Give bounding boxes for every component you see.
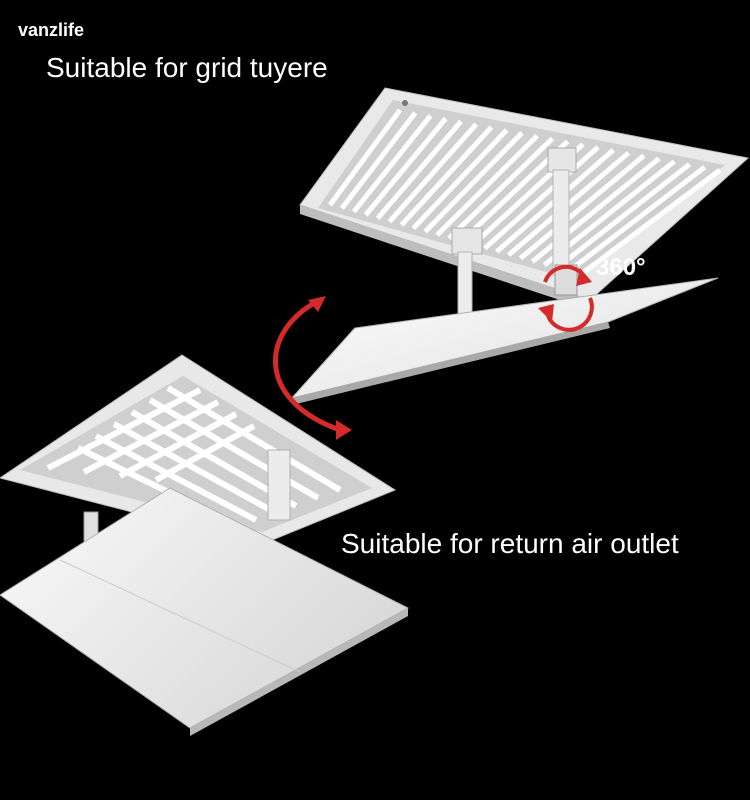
grille-slat: [387, 122, 479, 224]
brand-logo: vanzlife: [18, 20, 85, 40]
grille-slat: [351, 114, 433, 214]
grid-tuyere-vent: [299, 87, 750, 310]
swing-arrow-icon: [273, 296, 352, 440]
grille-slat: [554, 162, 692, 271]
grille-slat: [578, 168, 722, 277]
grille-slat: [435, 133, 539, 237]
grille-slat: [363, 116, 448, 217]
grille-slat: [411, 128, 509, 231]
grille-slat: [447, 136, 555, 241]
caption-return-air-outlet: Suitable for return air outlet: [341, 528, 679, 559]
grille-slat: [339, 111, 418, 210]
grille-slat: [375, 119, 463, 220]
top-cover-panel: [290, 277, 719, 404]
grille-slat: [327, 108, 403, 207]
rotation-360-icon: [538, 264, 594, 332]
bottom-cover-panel: [0, 487, 410, 736]
support-rods: [451, 147, 578, 317]
grille-slat: [483, 145, 600, 251]
grille-slat: [399, 125, 494, 227]
grille-slat: [566, 165, 707, 274]
caption-grid-tuyere: Suitable for grid tuyere: [46, 52, 328, 83]
grille-slat: [423, 131, 524, 234]
grille-slat: [518, 153, 646, 261]
return-air-outlet-vent: [0, 354, 397, 546]
rotation-label: 360°: [596, 254, 646, 281]
